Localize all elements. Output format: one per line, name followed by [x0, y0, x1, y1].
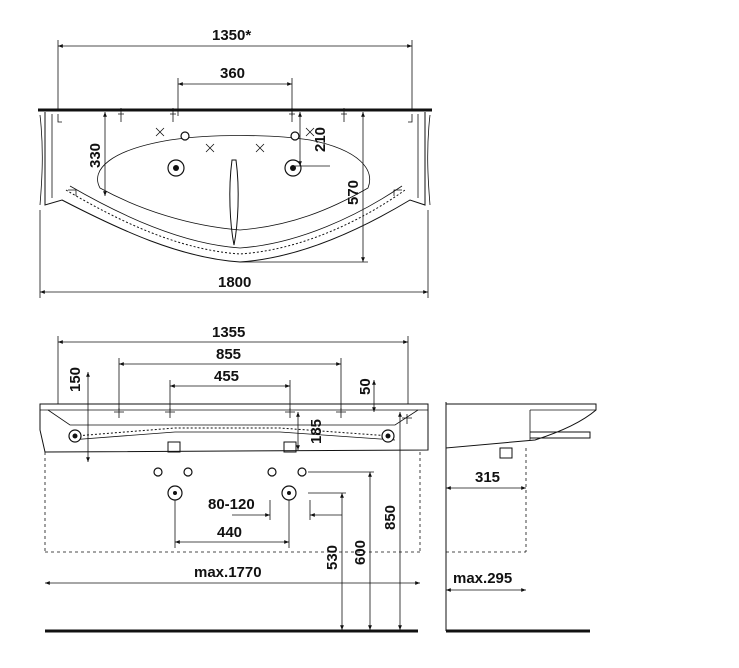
overflow-slot	[229, 159, 239, 246]
dim-850-label: 850	[382, 505, 399, 530]
dim-600-label: 600	[352, 540, 369, 565]
dim-360-label: 360	[220, 65, 245, 82]
dim-1355-label: 1355	[212, 324, 245, 341]
dim-440-label: 440	[217, 524, 242, 541]
trap-holes	[153, 467, 307, 501]
front-basin-body	[39, 403, 429, 453]
dim-185-label: 185	[308, 419, 325, 444]
front-hole-right	[381, 429, 395, 443]
dim-1350-label: 1350*	[212, 27, 251, 44]
dim-50-label: 50	[357, 378, 374, 395]
front-bowl-bottom	[69, 431, 396, 441]
drain-stub-right	[283, 441, 297, 453]
side-drain-stub	[499, 447, 513, 459]
dim-150-label: 150	[67, 367, 84, 392]
bowl-inner	[97, 135, 370, 231]
dim-210-label: 210	[312, 127, 329, 152]
dim-315-label: 315	[475, 469, 500, 486]
left-side-curve	[39, 114, 43, 206]
dim-570-label: 570	[345, 180, 362, 205]
tap-hole-left	[167, 159, 185, 177]
front-bowl-hatch	[74, 427, 391, 437]
bowl-rim-hatch-outer	[65, 189, 406, 255]
tap-hole-top-right	[290, 131, 300, 141]
dim-1800-label: 1800	[218, 274, 251, 291]
side-view: 315 max.295	[445, 402, 597, 633]
front-view: 1355 855 455 150 50 185 80-120 440	[39, 324, 429, 633]
top-view: 1350* 360 330 210 570 1800	[38, 27, 432, 298]
dim-330-label: 330	[87, 143, 104, 168]
drain-stub-left	[167, 441, 181, 453]
tap-hole-right	[284, 159, 302, 177]
dim-1770-label: max.1770	[194, 564, 262, 581]
front-fixing-markers	[114, 408, 412, 424]
towel-bar	[530, 431, 591, 439]
right-side-curve	[427, 114, 431, 206]
dim-530-label: 530	[324, 545, 341, 570]
cross-marks	[155, 127, 315, 153]
tap-hole-top-left	[180, 131, 190, 141]
dim-855-label: 855	[216, 346, 241, 363]
dim-80120-label: 80-120	[208, 496, 255, 513]
front-inner-edge	[47, 409, 419, 426]
front-hole-left	[68, 429, 82, 443]
dim-295-label: max.295	[453, 570, 512, 587]
side-basin-profile	[445, 403, 597, 449]
dim-455-label: 455	[214, 368, 239, 385]
bowl-rim-line	[69, 185, 403, 249]
